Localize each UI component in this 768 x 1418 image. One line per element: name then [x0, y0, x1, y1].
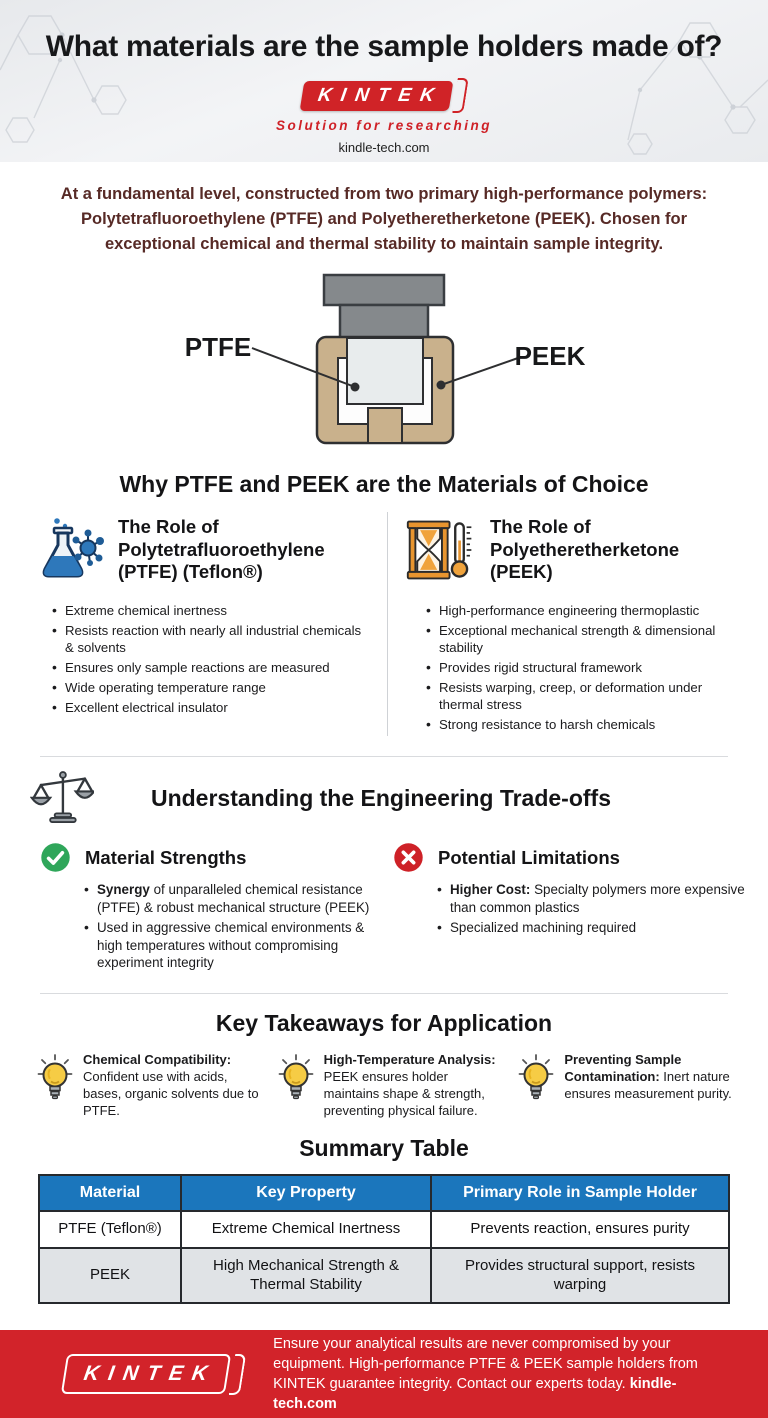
list-item: Higher Cost: Specialty polymers more exp…	[437, 880, 746, 916]
peek-callout-dot	[436, 380, 446, 390]
table-row: PEEK High Mechanical Strength & Thermal …	[38, 1246, 730, 1305]
section-divider	[40, 756, 728, 758]
lightbulb-icon	[517, 1053, 555, 1120]
holder-cap-top	[322, 274, 446, 307]
kintek-logo-text: KINTEK	[299, 80, 454, 111]
takeaways-row: Chemical Compatibility: Confident use wi…	[0, 1037, 768, 1120]
peek-center-stem	[367, 407, 403, 445]
table-cell: PTFE (Teflon®)	[38, 1210, 182, 1249]
peek-heading: The Role of Polyetheretherketone (PEEK)	[490, 516, 680, 583]
list-item: Strong resistance to harsh chemicals	[426, 716, 746, 734]
x-circle-icon	[393, 842, 424, 873]
flask-molecule-icon	[30, 514, 106, 591]
ptfe-liner	[346, 337, 424, 406]
materials-section-title: Why PTFE and PEEK are the Materials of C…	[119, 471, 649, 498]
kintek-footer-logo-swoosh-icon	[228, 1353, 247, 1395]
materials-columns: The Role of Polytetrafluoroethylene (PTF…	[0, 498, 768, 740]
peek-column: The Role of Polyetheretherketone (PEEK) …	[388, 512, 746, 736]
tradeoffs-columns: Material Strengths Synergy of unparallel…	[0, 830, 768, 976]
ptfe-heading: The Role of Polytetrafluoroethylene (PTF…	[118, 516, 325, 583]
table-cell: Prevents reaction, ensures purity	[430, 1210, 730, 1249]
lightbulb-icon	[36, 1053, 74, 1120]
takeaways-section-title: Key Takeaways for Application	[215, 1009, 553, 1036]
ptfe-column: The Role of Polytetrafluoroethylene (PTF…	[30, 512, 388, 737]
intro-paragraph: At a fundamental level, constructed from…	[60, 185, 708, 253]
table-row: PTFE (Teflon®) Extreme Chemical Inertnes…	[38, 1210, 730, 1249]
ptfe-callout-line	[251, 347, 356, 389]
footer-banner: KINTEK Ensure your analytical results ar…	[0, 1330, 768, 1418]
kintek-logo-swoosh-icon	[452, 78, 469, 113]
list-item: Exceptional mechanical strength & dimens…	[426, 622, 746, 657]
takeaway-chemical-compatibility: Chemical Compatibility: Confident use wi…	[36, 1051, 263, 1120]
ptfe-label: PTFE	[185, 332, 251, 362]
table-cell: Extreme Chemical Inertness	[180, 1210, 432, 1249]
column-header: Primary Role in Sample Holder	[430, 1174, 730, 1213]
list-item: Excellent electrical insulator	[52, 699, 373, 717]
strengths-heading: Material Strengths	[85, 846, 247, 868]
molecular-network-pattern	[0, 15, 768, 155]
list-item: Wide operating temperature range	[52, 679, 373, 697]
logo-tagline: Solution for researching	[275, 118, 493, 133]
table-header-row: Material Key Property Primary Role in Sa…	[38, 1174, 730, 1213]
holder-cap-stem	[338, 304, 430, 341]
page-title: What materials are the sample holders ma…	[45, 30, 723, 63]
balance-scale-icon	[29, 767, 97, 830]
list-item: High-performance engineering thermoplast…	[426, 602, 746, 620]
limitations-bullet-list: Higher Cost: Specialty polymers more exp…	[393, 880, 746, 937]
peek-label: PEEK	[515, 341, 586, 371]
table-cell: High Mechanical Strength & Thermal Stabi…	[180, 1246, 432, 1305]
ptfe-bullet-list: Extreme chemical inertness Resists react…	[30, 602, 373, 717]
summary-table: Material Key Property Primary Role in Sa…	[38, 1174, 730, 1305]
kintek-footer-logo-text: KINTEK	[60, 1354, 232, 1395]
list-item: Extreme chemical inertness	[52, 602, 373, 620]
peek-callout-line	[440, 357, 519, 387]
list-item: Resists warping, creep, or deformation u…	[426, 679, 746, 714]
strengths-column: Material Strengths Synergy of unparallel…	[40, 842, 393, 974]
list-item: Specialized machining required	[437, 918, 746, 937]
list-item: Ensures only sample reactions are measur…	[52, 659, 373, 677]
tradeoffs-header: Understanding the Engineering Trade-offs	[0, 757, 768, 830]
takeaway-contamination: Preventing Sample Contamination: Inert n…	[517, 1051, 744, 1120]
lightbulb-icon	[277, 1053, 315, 1120]
summary-table-title: Summary Table	[299, 1135, 469, 1162]
list-item: Provides rigid structural framework	[426, 659, 746, 677]
list-item: Used in aggressive chemical environments…	[84, 918, 393, 971]
limitations-column: Potential Limitations Higher Cost: Speci…	[393, 842, 746, 974]
section-divider	[40, 992, 728, 994]
column-header: Material	[38, 1174, 182, 1213]
peek-bullet-list: High-performance engineering thermoplast…	[404, 602, 746, 734]
sample-holder-diagram: PTFE PEEK	[185, 274, 586, 445]
kintek-logo: KINTEK	[0, 78, 768, 113]
tradeoffs-section-title: Understanding the Engineering Trade-offs	[150, 785, 612, 812]
limitations-heading: Potential Limitations	[438, 846, 620, 868]
takeaway-high-temperature: High-Temperature Analysis: PEEK ensures …	[277, 1051, 504, 1120]
table-cell: PEEK	[38, 1246, 182, 1305]
strengths-bullet-list: Synergy of unparalleled chemical resista…	[40, 880, 393, 971]
header-banner: What materials are the sample holders ma…	[0, 0, 768, 162]
list-item: Resists reaction with nearly all industr…	[52, 622, 373, 657]
footer-message: Ensure your analytical results are never…	[273, 1336, 698, 1413]
list-item: Synergy of unparalleled chemical resista…	[84, 880, 393, 916]
hourglass-thermometer-icon	[404, 514, 478, 591]
website-link[interactable]: kindle-tech.com	[338, 140, 430, 155]
ptfe-callout-dot	[350, 382, 360, 392]
column-header: Key Property	[180, 1174, 432, 1213]
check-circle-icon	[40, 842, 71, 873]
table-cell: Provides structural support, resists war…	[430, 1246, 730, 1305]
